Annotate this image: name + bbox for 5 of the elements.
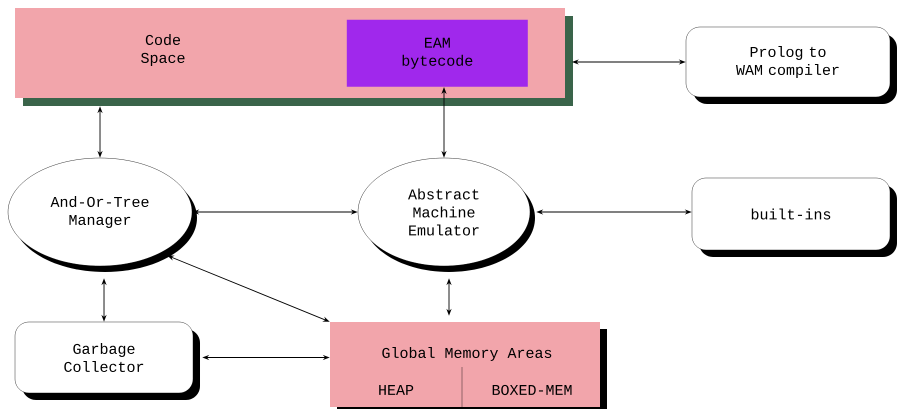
memory-box: Global Memory Areas HEAP BOXED-MEM [330, 322, 607, 409]
compiler-box: Prolog to WAM compiler [686, 26, 897, 104]
builtins-box: built-ins [692, 178, 897, 257]
bytecode-box: EAM bytecode [346, 20, 528, 87]
collector-box: Garbage Collector [14, 322, 200, 400]
